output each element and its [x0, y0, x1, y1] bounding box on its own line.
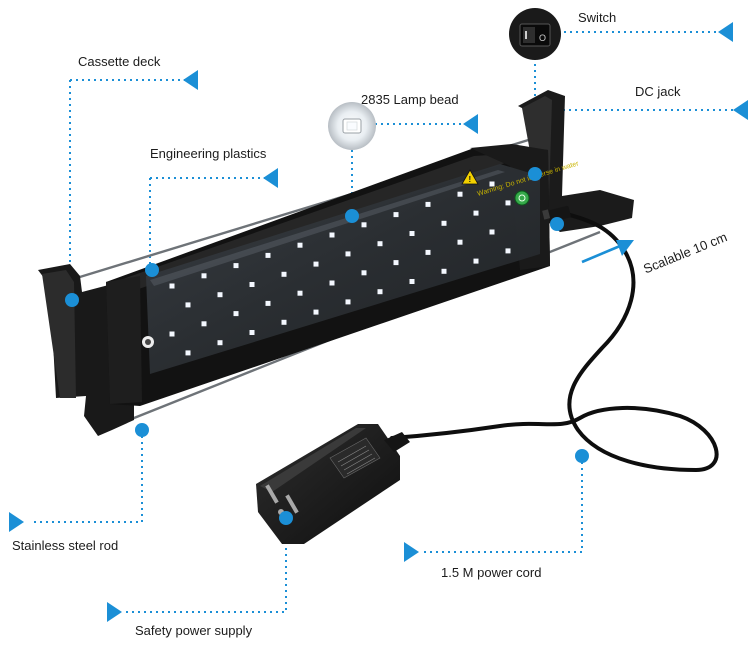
led-chip	[441, 268, 447, 274]
hotspot-dc	[550, 217, 564, 231]
led-chip	[409, 231, 415, 236]
led-chip	[489, 181, 495, 187]
hotspot-switch	[528, 167, 542, 181]
led-chip	[201, 321, 207, 327]
power-logo-icon	[514, 190, 530, 206]
arrow-switch	[718, 22, 733, 42]
led-chip	[457, 191, 463, 197]
hotspot-supply	[279, 511, 293, 525]
led-chip	[297, 290, 303, 296]
label-engineering-plastics: Engineering plastics	[150, 146, 267, 161]
led-chip	[281, 319, 287, 325]
switch-closeup: O	[509, 8, 561, 60]
led-grid	[169, 181, 511, 356]
led-chip	[473, 258, 479, 264]
hotspot-cord	[575, 449, 589, 463]
dc-plug	[542, 205, 571, 223]
leader-cord	[420, 456, 583, 553]
led-chip	[505, 200, 511, 206]
led-chip	[393, 212, 399, 218]
arrow-rod	[9, 512, 24, 532]
arrow-bead	[463, 114, 478, 134]
arrow-plastics	[263, 168, 278, 188]
svg-text:O: O	[539, 33, 546, 43]
hotspot-rod	[135, 423, 149, 437]
hotspot-cassette	[65, 293, 79, 307]
led-chip	[249, 282, 255, 287]
led-chip	[297, 242, 303, 248]
led-chip	[329, 232, 335, 238]
led-chip	[425, 201, 431, 207]
label-safety-power-supply: Safety power supply	[135, 623, 253, 638]
label-lamp-bead: 2835 Lamp bead	[361, 92, 459, 107]
hotspot-plastics	[145, 263, 159, 277]
label-power-cord: 1.5 M power cord	[441, 565, 542, 580]
led-chip	[457, 239, 463, 245]
leader-rod	[30, 430, 143, 523]
warning-triangle-icon	[461, 169, 479, 185]
arrow-supply	[107, 602, 122, 622]
hotspot-bead	[345, 209, 359, 223]
label-cassette-deck: Cassette deck	[78, 54, 161, 69]
led-panel: ! Warning: Do not immerse in water	[106, 144, 580, 406]
label-stainless-steel-rod: Stainless steel rod	[12, 538, 119, 553]
led-chip	[281, 271, 287, 277]
led-chip	[473, 210, 479, 216]
led-chip	[169, 331, 175, 337]
svg-text:!: !	[469, 175, 472, 184]
led-chip	[201, 273, 207, 279]
led-chip	[377, 289, 383, 295]
power-adapter	[256, 424, 410, 544]
led-chip	[265, 300, 271, 306]
led-chip	[345, 299, 351, 305]
power-cord	[390, 212, 719, 473]
scalable-arrow	[581, 240, 634, 264]
arrow-cassette	[183, 70, 198, 90]
led-chip	[345, 251, 351, 257]
led-chip	[425, 249, 431, 255]
led-chip	[489, 229, 495, 235]
label-dc-jack: DC jack	[635, 84, 681, 99]
led-chip	[233, 263, 239, 269]
led-chip	[217, 292, 223, 298]
led-chip	[265, 252, 271, 258]
bead-closeup	[328, 102, 376, 150]
led-chip	[249, 330, 255, 335]
led-chip	[329, 280, 335, 286]
led-chip	[233, 311, 239, 317]
led-chip	[361, 270, 367, 276]
led-chip	[169, 283, 175, 289]
leader-supply	[122, 518, 287, 613]
label-switch: Switch	[578, 10, 617, 25]
led-chip	[377, 241, 383, 247]
arrow-dc	[733, 100, 748, 120]
arrow-cord	[404, 542, 419, 562]
led-chip	[441, 220, 447, 226]
led-chip	[313, 261, 319, 267]
led-chip	[409, 279, 415, 284]
pointer-arrows	[9, 22, 748, 622]
led-chip	[393, 260, 399, 266]
led-chip	[185, 350, 191, 356]
hotspots	[65, 167, 589, 525]
led-chip	[185, 302, 191, 308]
led-chip	[505, 248, 511, 254]
led-chip	[313, 309, 319, 315]
led-chip	[361, 222, 367, 228]
led-chip	[217, 340, 223, 346]
